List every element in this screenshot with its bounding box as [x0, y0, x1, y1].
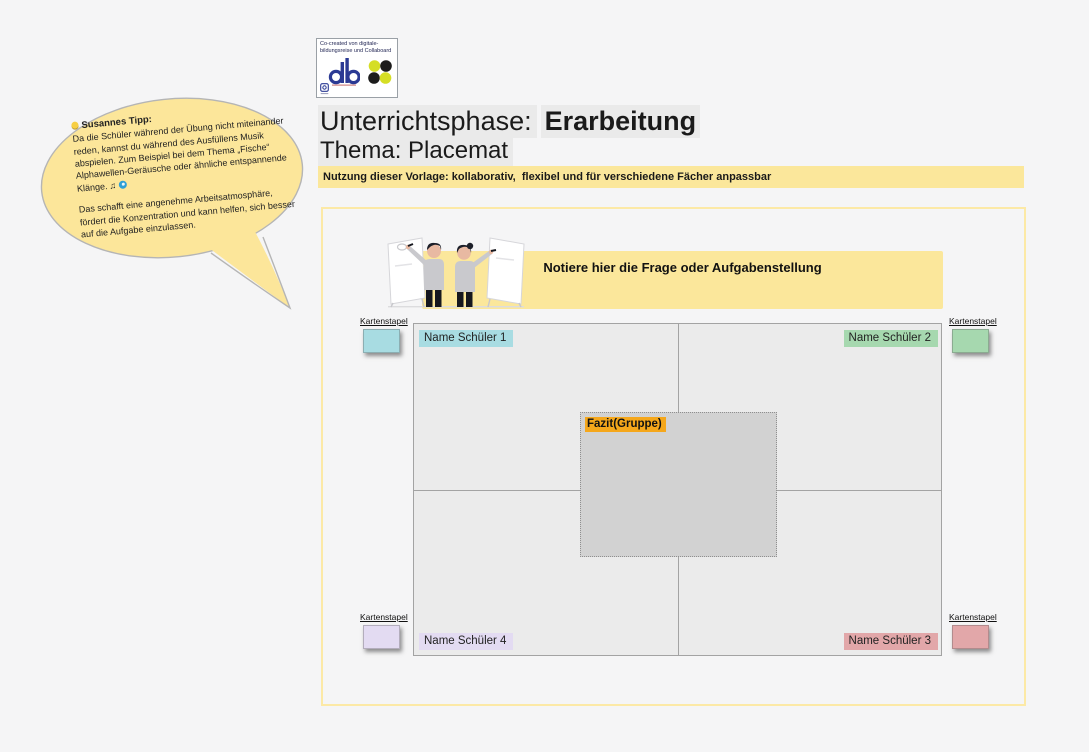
- tip-speech-bubble[interactable]: Susannes Tipp: Da die Schüler während de…: [35, 90, 311, 322]
- task-prompt-text: Notiere hier die Frage oder Aufgabenstel…: [543, 260, 822, 275]
- card-stack-bottom-right[interactable]: Kartenstapel: [949, 612, 1009, 649]
- digitale-bildungsreise-logo-icon: [328, 58, 360, 86]
- lightbulb-icon: [71, 121, 79, 129]
- card-stack-card[interactable]: [952, 329, 989, 353]
- page-title-phase[interactable]: Unterrichtsphase:Erarbeitung: [318, 105, 701, 138]
- phase-label: Unterrichtsphase:: [318, 105, 537, 138]
- student-2-name-label[interactable]: Name Schüler 2: [843, 330, 938, 347]
- student-4-name-label[interactable]: Name Schüler 4: [419, 633, 514, 650]
- card-stack-label: Kartenstapel: [949, 612, 997, 622]
- card-stack-card[interactable]: [952, 625, 989, 649]
- placemat-board: Notiere hier die Frage oder Aufgabenstel…: [321, 207, 1026, 706]
- whiteboard-people-illustration: [387, 237, 525, 308]
- card-stack-label: Kartenstapel: [949, 316, 997, 326]
- topic-text: Thema: Placemat: [318, 136, 514, 166]
- card-stack-label: Kartenstapel: [360, 316, 408, 326]
- logo-badge-icon: [320, 83, 329, 95]
- cocreated-logo-box: Co-created von digitale-bildungsreise un…: [316, 38, 398, 98]
- student-1-name-label[interactable]: Name Schüler 1: [419, 330, 514, 347]
- card-stack-card[interactable]: [363, 329, 400, 353]
- card-stack-label: Kartenstapel: [360, 612, 408, 622]
- usage-banner[interactable]: Nutzung dieser Vorlage: kollaborativ, fl…: [318, 166, 1024, 188]
- phase-value: Erarbeitung: [540, 105, 701, 138]
- music-notes-icon: ♫: [108, 180, 117, 191]
- blue-dot-icon: [118, 180, 128, 189]
- collaboard-logo-icon: [368, 60, 392, 84]
- card-stack-card[interactable]: [363, 625, 400, 649]
- fazit-label: Fazit(Gruppe): [585, 417, 666, 432]
- card-stack-top-right[interactable]: Kartenstapel: [949, 316, 1009, 353]
- student-3-name-label[interactable]: Name Schüler 3: [843, 633, 938, 650]
- card-stack-top-left[interactable]: Kartenstapel: [360, 316, 420, 353]
- fazit-group-box[interactable]: Fazit(Gruppe): [580, 412, 777, 557]
- tip-text: Susannes Tipp: Da die Schüler während de…: [71, 101, 299, 241]
- logo-caption: Co-created von digitale-bildungsreise un…: [320, 41, 392, 54]
- page-title-topic[interactable]: Thema: Placemat: [318, 136, 514, 166]
- card-stack-bottom-left[interactable]: Kartenstapel: [360, 612, 420, 649]
- speech-bubble-shape: [40, 97, 304, 310]
